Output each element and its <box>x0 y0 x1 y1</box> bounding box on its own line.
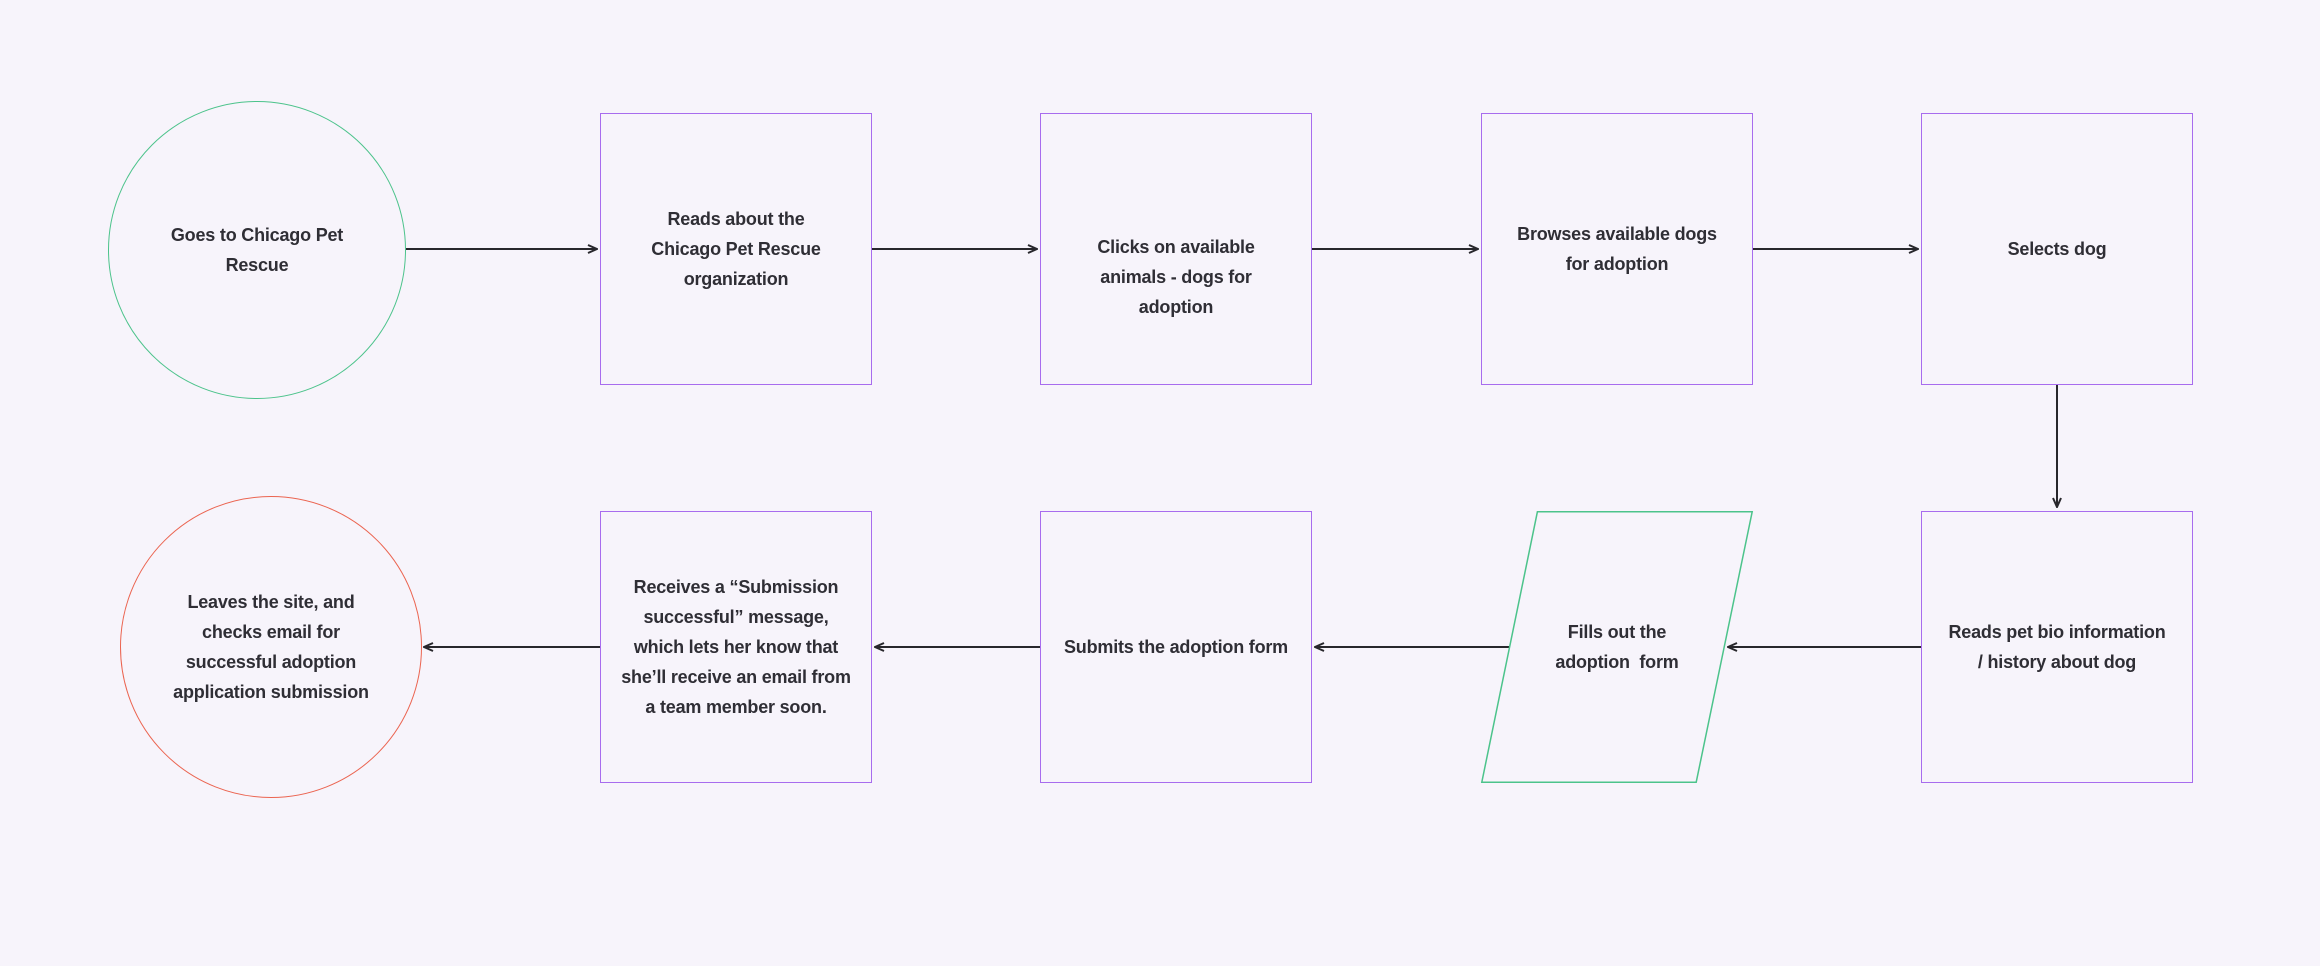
node-label: Goes to Chicago Pet Rescue <box>170 225 344 275</box>
node-submits-form-rect[interactable]: Submits the adoption form <box>1040 511 1312 783</box>
node-receives-message-rect[interactable]: Receives a “Submission successful” messa… <box>600 511 872 783</box>
node-end-circle[interactable]: Leaves the site, and checks email for su… <box>120 496 422 798</box>
node-label: Receives a “Submission successful” messa… <box>621 577 851 717</box>
node-clicks-available-rect[interactable]: Clicks on available animals - dogs for a… <box>1040 113 1312 385</box>
node-label: Reads about the Chicago Pet Rescue organ… <box>651 209 821 289</box>
node-label: Clicks on available animals - dogs for a… <box>1097 237 1255 317</box>
node-browses-dogs-rect[interactable]: Browses available dogs for adoption <box>1481 113 1753 385</box>
node-start-circle[interactable]: Goes to Chicago Pet Rescue <box>108 101 406 399</box>
node-label: Submits the adoption form <box>1064 637 1288 657</box>
node-label: Selects dog <box>2007 239 2107 259</box>
node-fills-form-parallelogram[interactable]: Fills out the adoption form <box>1480 511 1754 783</box>
node-label: Reads pet bio information / history abou… <box>1948 622 2166 672</box>
node-selects-dog-rect[interactable]: Selects dog <box>1921 113 2193 385</box>
node-label: Leaves the site, and checks email for su… <box>173 592 369 702</box>
node-reads-about-rect[interactable]: Reads about the Chicago Pet Rescue organ… <box>600 113 872 385</box>
node-label: Browses available dogs for adoption <box>1517 224 1717 274</box>
parallelogram-outline <box>1480 511 1754 783</box>
node-label: Fills out the adoption form <box>1555 622 1679 672</box>
node-reads-bio-rect[interactable]: Reads pet bio information / history abou… <box>1921 511 2193 783</box>
